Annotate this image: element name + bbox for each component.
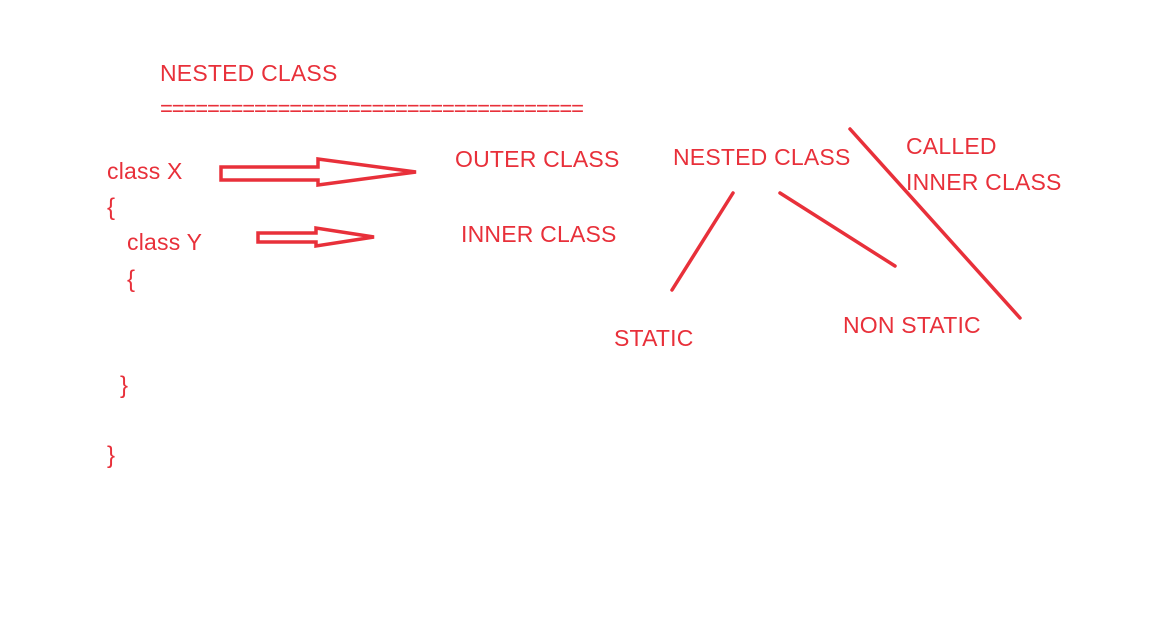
inner-class-declaration: class Y xyxy=(127,229,203,255)
called-note-line-2: INNER CLASS xyxy=(906,169,1062,195)
static-branch-line xyxy=(670,191,735,292)
outer-open-brace: { xyxy=(107,194,116,221)
inner-close-brace: } xyxy=(120,372,129,399)
inner-class-arrow xyxy=(256,225,375,249)
called-note-line-1: CALLED xyxy=(906,133,997,159)
non-static-branch-line xyxy=(778,191,897,268)
strike-line xyxy=(848,127,1022,320)
outer-class-declaration: class X xyxy=(107,158,183,184)
static-label: STATIC xyxy=(614,325,694,351)
tree-root-label: NESTED CLASS xyxy=(673,144,851,170)
outer-class-arrow xyxy=(219,157,417,187)
page-title: NESTED CLASS xyxy=(160,60,338,86)
inner-class-label: INNER CLASS xyxy=(461,221,617,247)
outer-class-label: OUTER CLASS xyxy=(455,146,620,172)
inner-open-brace: { xyxy=(127,266,136,293)
non-static-label: NON STATIC xyxy=(843,312,981,338)
title-underline: ==================================== xyxy=(160,96,584,121)
outer-close-brace: } xyxy=(107,442,116,469)
